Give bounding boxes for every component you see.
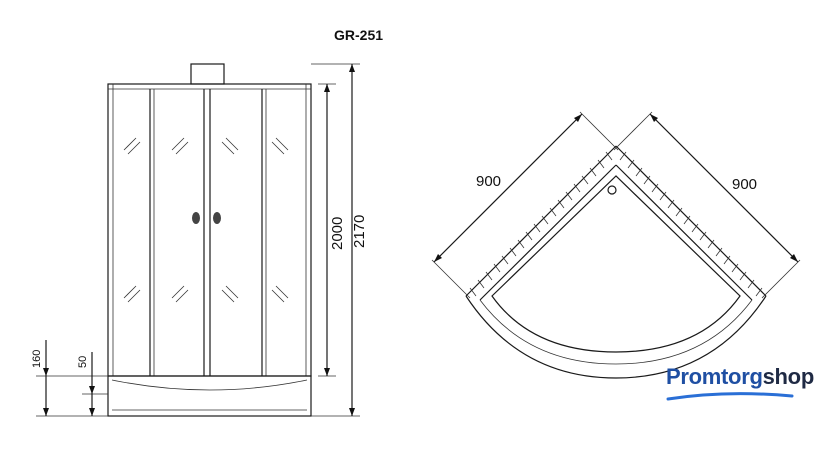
brand-swoosh-icon [666,392,794,401]
tray-basin [491,175,741,353]
dim-total-height: 2170 [351,215,368,248]
door-handle-right [213,212,221,224]
dim-step-height: 50 [77,356,89,368]
brand-wordmark: Promtorgshop [666,364,814,390]
dim-side-left: 900 [476,173,501,190]
door-handle-left [192,212,200,224]
brand-part2: shop [762,364,815,389]
front-view [107,63,312,417]
brand-logo: Promtorgshop [666,364,830,401]
front-dimensions: 2170 2000 160 50 [31,63,368,417]
wall-hatching [469,151,763,297]
model-title: GR-251 [334,27,383,43]
brand-part1: Promtorg [666,364,763,389]
shower-tray [107,375,312,417]
glass-reflections [123,137,289,303]
dim-side-right: 900 [732,176,757,193]
roof-vent [190,63,225,85]
dim-door-height: 2000 [329,217,346,250]
drain-icon [607,185,617,195]
dim-tray-height: 160 [31,350,43,368]
top-view: 900 900 [431,111,801,379]
